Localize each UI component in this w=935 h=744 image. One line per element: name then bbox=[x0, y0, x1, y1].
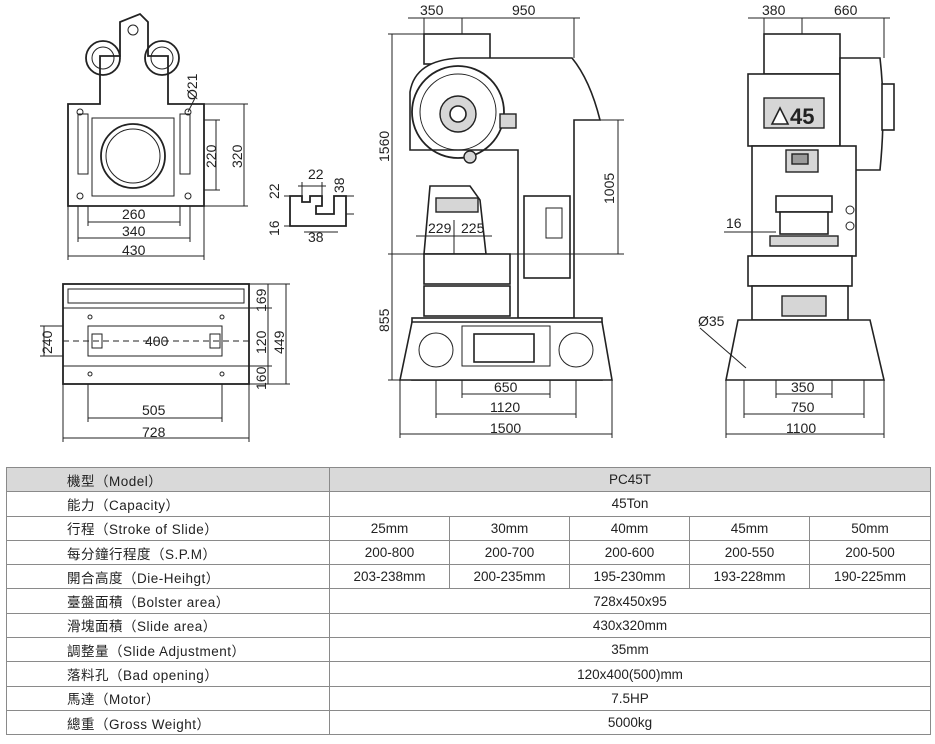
dim-label: 22 bbox=[266, 183, 282, 199]
spec-label: 馬達（Motor） bbox=[6, 685, 330, 711]
spec-value: 200-550 bbox=[689, 539, 810, 566]
hole-diameter-label: Ø21 bbox=[184, 73, 200, 100]
dim-label: 430 bbox=[122, 242, 146, 258]
spec-value: 35mm bbox=[328, 637, 932, 663]
spec-value: 190-225mm bbox=[808, 564, 932, 590]
spec-row: 能力（Capacity）45Ton bbox=[6, 491, 932, 517]
bolster-table-view bbox=[40, 283, 290, 442]
spec-value: 5000kg bbox=[328, 709, 932, 736]
spec-value: 120x400(500)mm bbox=[328, 661, 932, 687]
spec-row: 臺盤面積（Bolster area）728x450x95 bbox=[6, 588, 932, 614]
dim-label: 950 bbox=[512, 2, 536, 18]
dim-label: 16 bbox=[266, 220, 282, 236]
spec-row: 滑塊面積（Slide area）430x320mm bbox=[6, 612, 932, 639]
spec-label: 機型（Model） bbox=[6, 466, 330, 493]
tslot-detail bbox=[284, 182, 354, 233]
technical-drawing: Ø21 220 320 260 340 430 22 22 38 16 38 bbox=[39, 2, 895, 442]
spec-row: 機型（Model）PC45T bbox=[6, 466, 932, 493]
spec-value: PC45T bbox=[328, 466, 932, 493]
dim-label: 1560 bbox=[376, 131, 392, 162]
model-badge-label: 45 bbox=[790, 104, 814, 129]
dim-label: 350 bbox=[420, 2, 444, 18]
spec-value: 728x450x95 bbox=[328, 588, 932, 614]
spec-value: 7.5HP bbox=[328, 685, 932, 711]
dim-label: 449 bbox=[271, 330, 287, 354]
dim-label: 220 bbox=[203, 144, 219, 168]
dim-label: 169 bbox=[253, 288, 269, 312]
spec-value: 30mm bbox=[449, 515, 570, 541]
dim-label: Ø35 bbox=[698, 313, 725, 329]
spec-value: 193-228mm bbox=[689, 564, 810, 590]
spec-value: 50mm bbox=[808, 515, 932, 541]
spec-value: 200-600 bbox=[569, 539, 690, 566]
dim-label: 16 bbox=[726, 215, 742, 231]
spec-value: 25mm bbox=[329, 515, 450, 541]
spec-value: 40mm bbox=[569, 515, 690, 541]
spec-value: 200-500 bbox=[808, 539, 932, 566]
spec-value: 200-235mm bbox=[449, 564, 570, 590]
spec-row: 落料孔（Bad opening）120x400(500)mm bbox=[6, 661, 932, 687]
dim-label: 380 bbox=[762, 2, 786, 18]
spec-row: 總重（Gross Weight）5000kg bbox=[6, 709, 932, 736]
spec-label: 臺盤面積（Bolster area） bbox=[6, 588, 330, 614]
spec-label: 開合高度（Die-Heihgt） bbox=[6, 564, 330, 590]
spec-value: 430x320mm bbox=[328, 612, 932, 639]
dim-label: 120 bbox=[253, 330, 269, 354]
dim-label: 1500 bbox=[490, 420, 521, 436]
dim-label: 260 bbox=[122, 206, 146, 222]
dim-label: 160 bbox=[253, 366, 269, 390]
spec-label: 能力（Capacity） bbox=[6, 491, 330, 517]
dim-label: 855 bbox=[376, 308, 392, 332]
spec-row: 馬達（Motor）7.5HP bbox=[6, 685, 932, 711]
dim-label: 340 bbox=[122, 223, 146, 239]
spec-label: 總重（Gross Weight） bbox=[6, 709, 330, 736]
spec-value: 203-238mm bbox=[329, 564, 450, 590]
dim-label: 240 bbox=[39, 330, 55, 354]
dim-label: 225 bbox=[461, 220, 485, 236]
bolster-plan-view bbox=[67, 12, 248, 260]
spec-value: 195-230mm bbox=[569, 564, 690, 590]
spec-row: 調整量（Slide Adjustment）35mm bbox=[6, 637, 932, 663]
dim-label: 400 bbox=[145, 333, 169, 349]
spec-label: 滑塊面積（Slide area） bbox=[6, 612, 330, 639]
spec-value: 200-800 bbox=[329, 539, 450, 566]
spec-label: 每分鐘行程度（S.P.M） bbox=[6, 539, 330, 566]
dim-label: 38 bbox=[331, 177, 347, 193]
spec-label: 落料孔（Bad opening） bbox=[6, 661, 330, 687]
dim-label: 350 bbox=[791, 379, 815, 395]
dim-label: 1100 bbox=[786, 420, 816, 436]
press-front-view bbox=[388, 17, 624, 438]
dim-label: 728 bbox=[142, 424, 166, 440]
dim-label: 660 bbox=[834, 2, 858, 18]
dim-label: 505 bbox=[142, 402, 166, 418]
dim-label: 750 bbox=[791, 399, 815, 415]
press-side-view bbox=[699, 17, 895, 438]
spec-value: 45mm bbox=[689, 515, 810, 541]
spec-label: 調整量（Slide Adjustment） bbox=[6, 637, 330, 663]
spec-value: 45Ton bbox=[328, 491, 932, 517]
spec-label: 行程（Stroke of Slide） bbox=[6, 515, 330, 541]
dim-label: 38 bbox=[308, 229, 324, 245]
dim-label: 1120 bbox=[490, 399, 520, 415]
dim-label: 229 bbox=[428, 220, 452, 236]
dim-label: 1005 bbox=[601, 173, 617, 204]
dim-label: 650 bbox=[494, 379, 518, 395]
spec-value: 200-700 bbox=[449, 539, 570, 566]
dim-label: 320 bbox=[229, 144, 245, 168]
dim-label: 22 bbox=[308, 166, 324, 182]
